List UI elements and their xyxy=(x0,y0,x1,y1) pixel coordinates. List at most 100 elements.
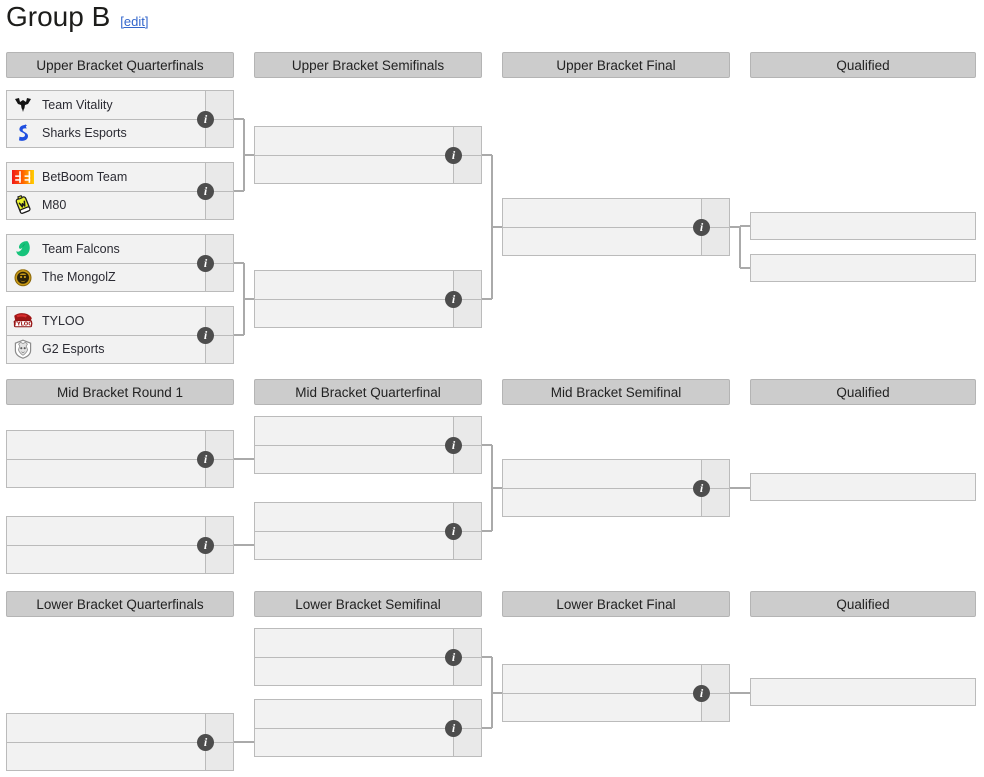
page-title: Group B xyxy=(6,1,111,32)
round-header-lower-3: Qualified xyxy=(750,591,976,617)
opponent-name-cell: G2 Esports xyxy=(7,336,205,364)
qualified-slot-upper-1[interactable] xyxy=(750,254,976,282)
match-opponent: Team Falcons xyxy=(7,235,233,264)
round-header-upper-0: Upper Bracket Quarterfinals xyxy=(6,52,234,78)
connector-line xyxy=(482,530,492,532)
match-upper-r1-2[interactable]: Team Falcons The MongolZ xyxy=(6,234,234,292)
opponent-name-cell xyxy=(7,714,205,742)
match-opponent xyxy=(255,271,481,300)
opponent-name: M80 xyxy=(42,198,67,213)
opponent-name-cell: Team Falcons xyxy=(7,235,205,263)
match-info-icon[interactable]: i xyxy=(197,450,214,468)
connector-line xyxy=(234,458,254,460)
match-info-icon[interactable]: i xyxy=(197,733,214,751)
match-mid-r1-0[interactable] xyxy=(6,430,234,488)
opponent-name-cell xyxy=(255,417,453,445)
betboom-team-logo xyxy=(12,166,34,188)
match-opponent: BetBoom Team xyxy=(7,163,233,192)
opponent-name-cell xyxy=(503,694,701,722)
match-lower-r2-0[interactable] xyxy=(254,628,482,686)
round-header-lower-0: Lower Bracket Quarterfinals xyxy=(6,591,234,617)
round-header-upper-1: Upper Bracket Semifinals xyxy=(254,52,482,78)
match-lower-r3-0[interactable] xyxy=(502,664,730,722)
match-upper-r2-1[interactable] xyxy=(254,270,482,328)
match-info-icon[interactable]: i xyxy=(197,182,214,200)
edit-section-link[interactable]: [edit] xyxy=(120,14,149,29)
connector-line xyxy=(730,487,750,489)
connector-line xyxy=(482,727,492,729)
match-upper-r1-3[interactable]: TYLOO TYLOO G2 Esports xyxy=(6,306,234,364)
connector-line xyxy=(482,298,492,300)
opponent-name-cell xyxy=(255,629,453,657)
opponent-name-cell xyxy=(503,665,701,693)
opponent-name: Sharks Esports xyxy=(42,126,127,141)
match-info-icon[interactable]: i xyxy=(445,436,462,454)
opponent-name-cell xyxy=(255,658,453,686)
opponent-score-cell xyxy=(453,271,481,299)
opponent-name: The MongolZ xyxy=(42,270,116,285)
qualified-slot-upper-0[interactable] xyxy=(750,212,976,240)
m80-logo xyxy=(12,194,34,216)
qualified-slot-mid-0[interactable] xyxy=(750,473,976,501)
opponent-name-cell xyxy=(503,228,701,256)
match-info-icon[interactable]: i xyxy=(197,110,214,128)
opponent-name-cell xyxy=(7,546,205,574)
round-header-mid-3: Qualified xyxy=(750,379,976,405)
opponent-name-cell xyxy=(255,127,453,155)
match-upper-r1-0[interactable]: Team Vitality Sharks Esports xyxy=(6,90,234,148)
connector-line xyxy=(730,692,750,694)
opponent-name-cell xyxy=(255,446,453,474)
qualified-slot-lower-0[interactable] xyxy=(750,678,976,706)
match-opponent xyxy=(255,503,481,532)
sharks-esports-logo xyxy=(12,122,34,144)
match-mid-r2-0[interactable] xyxy=(254,416,482,474)
opponent-name-cell xyxy=(7,743,205,771)
match-lower-r2-1[interactable] xyxy=(254,699,482,757)
the-mongolz-logo xyxy=(12,266,34,288)
match-mid-r2-1[interactable] xyxy=(254,502,482,560)
match-info-icon[interactable]: i xyxy=(693,218,710,236)
connector-line xyxy=(739,226,741,268)
match-info-icon[interactable]: i xyxy=(445,648,462,666)
opponent-name-cell xyxy=(7,460,205,488)
connector-line xyxy=(482,444,492,446)
match-upper-r2-0[interactable] xyxy=(254,126,482,184)
match-info-icon[interactable]: i xyxy=(445,719,462,737)
match-opponent: Team Vitality xyxy=(7,91,233,120)
opponent-name-cell xyxy=(503,199,701,227)
round-header-mid-0: Mid Bracket Round 1 xyxy=(6,379,234,405)
opponent-name-cell: TYLOO TYLOO xyxy=(7,307,205,335)
match-mid-r1-1[interactable] xyxy=(6,516,234,574)
match-info-icon[interactable]: i xyxy=(445,290,462,308)
match-info-icon[interactable]: i xyxy=(693,684,710,702)
round-header-upper-2: Upper Bracket Final xyxy=(502,52,730,78)
connector-line xyxy=(244,298,254,300)
round-header-upper-3: Qualified xyxy=(750,52,976,78)
round-header-lower-1: Lower Bracket Semifinal xyxy=(254,591,482,617)
opponent-name: TYLOO xyxy=(42,313,85,328)
connector-line xyxy=(234,118,244,120)
tyloo-logo: TYLOO xyxy=(12,310,34,332)
svg-text:TYLOO: TYLOO xyxy=(13,321,33,327)
opponent-name-cell xyxy=(255,271,453,299)
opponent-name-cell xyxy=(7,517,205,545)
match-mid-r3-0[interactable] xyxy=(502,459,730,517)
connector-line xyxy=(234,544,254,546)
match-info-icon[interactable]: i xyxy=(197,254,214,272)
match-info-icon[interactable]: i xyxy=(445,146,462,164)
opponent-name-cell xyxy=(503,460,701,488)
match-info-icon[interactable]: i xyxy=(197,536,214,554)
opponent-name-cell: Team Vitality xyxy=(7,91,205,119)
match-upper-r1-1[interactable]: BetBoom Team M80 xyxy=(6,162,234,220)
opponent-name: G2 Esports xyxy=(42,342,105,357)
round-header-lower-2: Lower Bracket Final xyxy=(502,591,730,617)
match-info-icon[interactable]: i xyxy=(445,522,462,540)
match-info-icon[interactable]: i xyxy=(693,479,710,497)
opponent-name-cell xyxy=(255,700,453,728)
match-info-icon[interactable]: i xyxy=(197,326,214,344)
connector-line xyxy=(492,692,502,694)
opponent-name-cell xyxy=(255,729,453,757)
round-header-mid-2: Mid Bracket Semifinal xyxy=(502,379,730,405)
connector-line xyxy=(482,154,492,156)
